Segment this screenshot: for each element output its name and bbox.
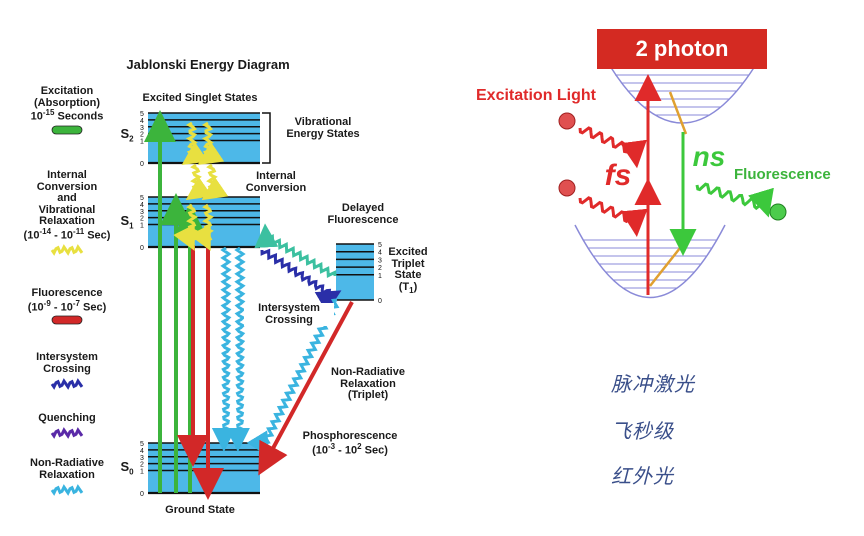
red-photon-ball — [558, 112, 576, 130]
note-infrared: 红外光 — [611, 464, 674, 488]
s2-level-number: 1 — [140, 139, 144, 146]
note-femtosecond: 飞秒级 — [611, 419, 674, 443]
red-photon-ball — [558, 179, 576, 197]
internal-conversion-wave — [197, 121, 225, 166]
t1-level-number: 3 — [378, 257, 382, 264]
delayed-fluorescence-wave — [254, 223, 337, 278]
upper-relaxation — [668, 91, 688, 135]
fs-label: fs — [604, 159, 632, 192]
red-photon-wave — [578, 126, 647, 169]
internal-conversion-wave — [189, 203, 214, 252]
legend-swatch — [51, 125, 83, 135]
fluorescence-right-label: Fluorescence — [734, 166, 831, 183]
note-pulsed-laser: 脉冲激光 — [611, 372, 695, 396]
excitation-light-label: Excitation Light — [476, 87, 596, 104]
phosphorescence-label: Phosphorescence(10-3 - 102 Sec) — [302, 430, 398, 457]
nonradiative-wave — [211, 246, 236, 452]
s0-level-number: 3 — [140, 455, 144, 462]
t1-level-number: 2 — [378, 265, 382, 272]
legend-swatch — [50, 484, 84, 496]
s1-label: S1 — [120, 213, 134, 231]
s2-level-number: 0 — [140, 161, 144, 168]
s2-level-number: 4 — [140, 118, 144, 125]
nonradiative-wave — [225, 246, 250, 452]
t1-level-number: 4 — [378, 250, 382, 257]
s1-level-number: 3 — [140, 209, 144, 216]
ns-label: ns — [692, 141, 726, 172]
green-photon-wave — [695, 182, 774, 218]
internal-conversion-wave — [185, 163, 213, 201]
s2-label: S2 — [120, 126, 134, 144]
internal-conversion-wave — [181, 121, 209, 166]
legend-label: Fluorescence(10-9 - 10-7 Sec) — [27, 287, 107, 314]
green-photon-ball — [769, 203, 787, 221]
legend-swatch — [50, 244, 84, 256]
s2-level-number: 2 — [140, 132, 144, 139]
two-photon-banner — [597, 29, 767, 69]
s0-level-number: 1 — [140, 469, 144, 476]
isc-wave — [260, 248, 342, 313]
s0-level-number: 4 — [140, 448, 144, 455]
excited-singlet-label: Excited Singlet States — [142, 92, 258, 104]
lower-well — [574, 224, 726, 298]
s1-level-number: 5 — [140, 195, 144, 202]
s2-level-number: 3 — [140, 125, 144, 132]
two-photon-banner-text: 2 photon — [635, 36, 729, 61]
phosphorescence-arrow — [258, 301, 354, 476]
internal-conversion-wave — [201, 163, 229, 201]
s1-level-number: 1 — [140, 223, 144, 230]
jablonski-title: Jablonski Energy Diagram — [126, 57, 290, 72]
s0-level-number: 2 — [140, 462, 144, 469]
legend-swatch — [50, 427, 84, 439]
t1-level-number: 1 — [378, 273, 382, 280]
t1-band — [336, 244, 374, 300]
legend-label: Excitation(Absorption)10-15 Seconds — [30, 85, 104, 123]
s0-label: S0 — [120, 459, 134, 477]
ground-state-label: Ground State — [165, 504, 235, 516]
red-photon-wave — [578, 196, 648, 237]
s1-level-number: 0 — [140, 245, 144, 252]
legend-label: Quenching — [38, 412, 96, 424]
t1-level-number: 5 — [378, 242, 382, 249]
s1-level-number: 2 — [140, 216, 144, 223]
s0-level-number: 0 — [140, 491, 144, 498]
s0-level-number: 5 — [140, 441, 144, 448]
vibrational-bracket — [262, 112, 271, 164]
s2-level-number: 5 — [140, 111, 144, 118]
s1-level-number: 4 — [140, 202, 144, 209]
t1-level-number: 0 — [378, 298, 382, 305]
legend-swatch — [50, 378, 84, 390]
legend-swatch — [51, 315, 83, 325]
